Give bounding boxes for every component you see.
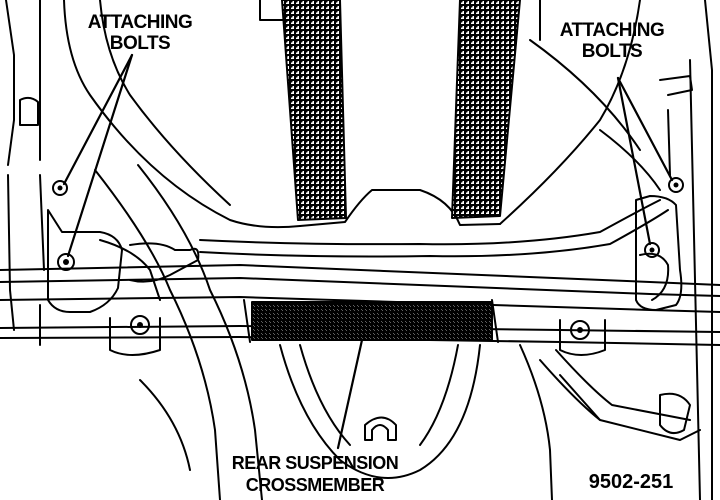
attaching-bolt-lower-right [644,242,660,258]
right-bracket [559,75,693,356]
crossmember-beams [0,199,720,346]
fuel-tank-outline [63,0,641,229]
attaching-bolts-label-left: ATTACHING BOLTS [87,12,193,54]
attaching-bolt-upper-left [52,180,68,196]
figure-number: 9502-251 [588,471,674,493]
exhaust-pipe [94,164,263,500]
lower-right-strut [539,349,701,441]
attaching-bolt-lower-left [57,253,75,271]
attaching-bolts-label-right: ATTACHING BOLTS [559,20,665,62]
frame-rails [5,0,713,500]
differential-housing [139,344,553,500]
attaching-bolt-upper-right [668,177,684,193]
callout-leader-lines [62,53,674,450]
tank-straps [281,0,521,221]
crossmember-block [243,299,499,343]
rear-suspension-crossmember-label: REAR SUSPENSION CROSSMEMBER [231,453,399,495]
left-bracket [19,96,200,356]
